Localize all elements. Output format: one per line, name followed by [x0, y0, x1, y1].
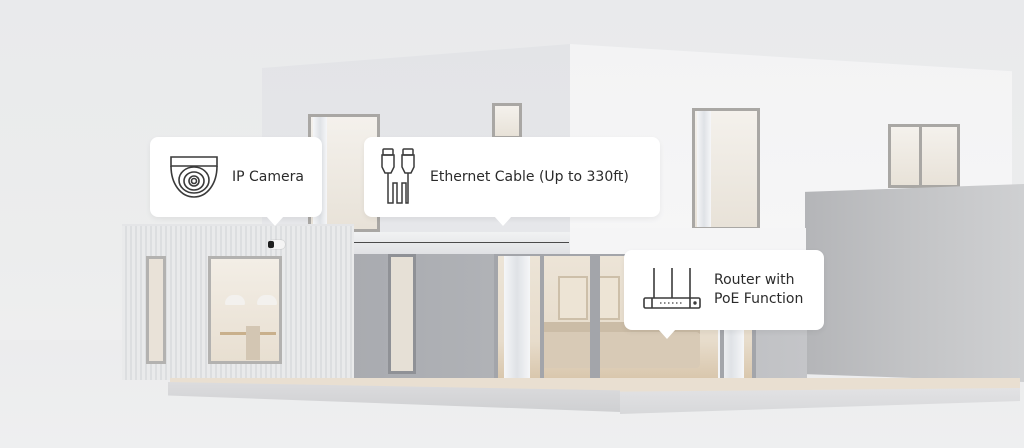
curtain: [504, 256, 530, 378]
dome-camera-icon: [166, 152, 222, 202]
narrow-window: [146, 256, 166, 364]
dining-chair: [246, 326, 260, 360]
callout-ethernet-cable: Ethernet Cable (Up to 330ft): [364, 137, 660, 226]
window-mullion: [919, 127, 922, 185]
callout-label: IP Camera: [232, 168, 304, 185]
curtain: [697, 111, 711, 227]
wall-picture: [598, 276, 620, 320]
callout-label-line2: PoE Function: [714, 291, 804, 307]
window-pillar: [590, 252, 600, 382]
upper-window-3: [692, 108, 760, 230]
ethernet-cable-icon: [378, 145, 418, 209]
sofa: [540, 332, 700, 368]
upper-window-2: [492, 103, 522, 139]
router-icon: [640, 264, 704, 316]
upper-window-4: [888, 124, 960, 188]
camera-lens: [268, 241, 274, 248]
callout-label-line1: Router with: [714, 272, 795, 288]
canopy-slab-right: [570, 228, 806, 254]
callout-ip-camera: IP Camera: [150, 137, 322, 226]
pendant-lamp: [225, 295, 245, 305]
wall-picture: [558, 276, 588, 320]
pendant-lamp: [257, 295, 277, 305]
ethernet-cable-line: [285, 242, 569, 243]
callout-label: Router with PoE Function: [714, 271, 803, 309]
callout-label: Ethernet Cable (Up to 330ft): [430, 168, 629, 185]
dining-window: [208, 256, 282, 364]
window-mullion: [540, 252, 544, 382]
ground-floor-door: [388, 254, 416, 374]
callout-router: Router with PoE Function: [624, 250, 824, 339]
ip-camera-device: [269, 240, 285, 249]
grey-annex-wall: [805, 184, 1024, 382]
